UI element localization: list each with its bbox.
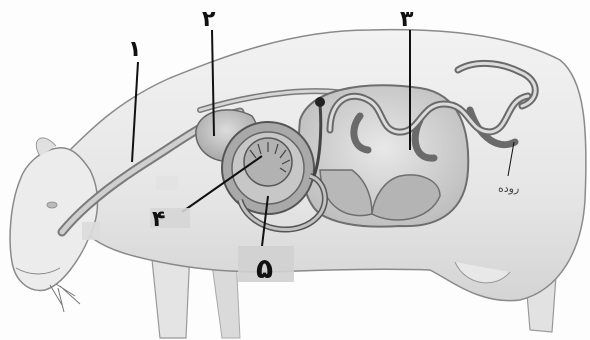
- label-3-rumen: ۳: [400, 7, 414, 32]
- label-1-esophagus: ۱: [128, 37, 141, 62]
- label-intestine: روده: [498, 182, 519, 195]
- label-2-reticulum: ۲: [202, 7, 216, 32]
- label-4-omasum: ۴: [152, 207, 165, 232]
- label-5-abomasum: ۵: [256, 252, 273, 285]
